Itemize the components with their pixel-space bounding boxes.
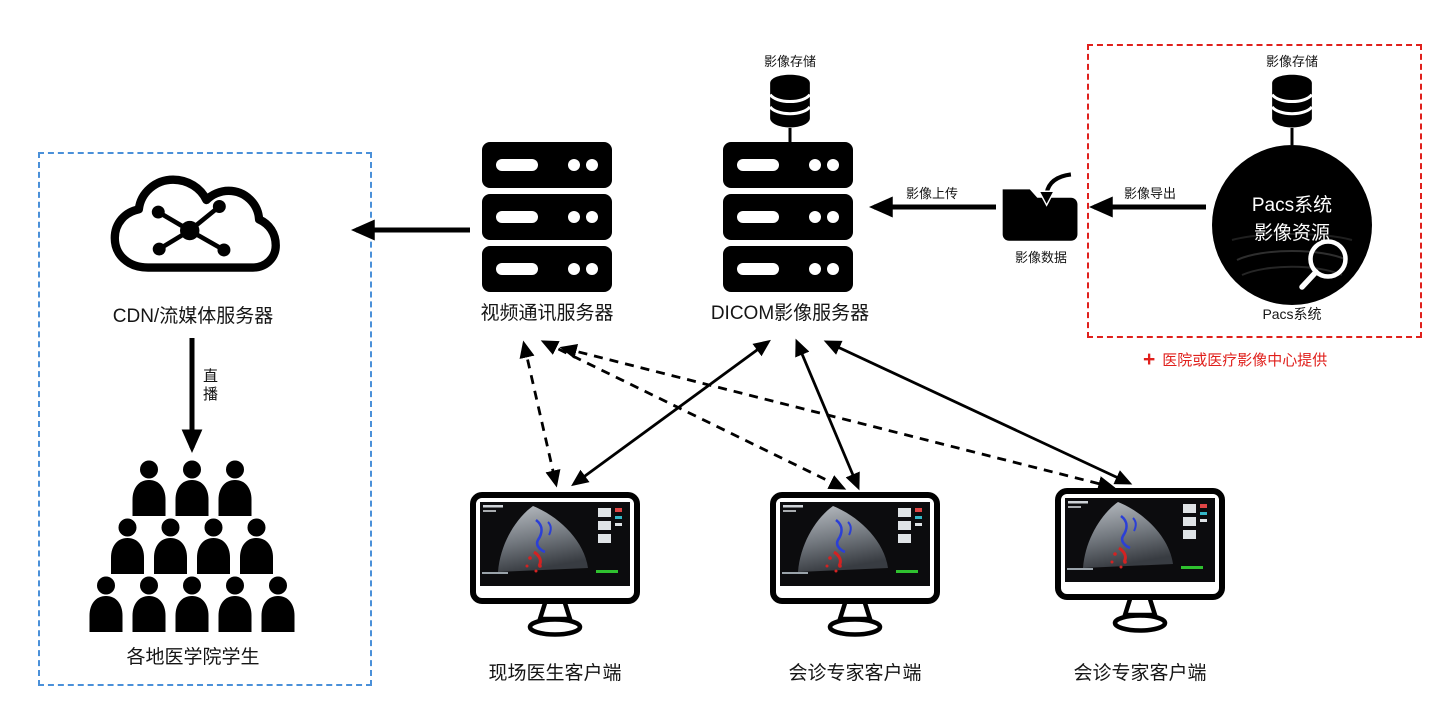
client1-label: 现场医生客户端 (488, 663, 622, 684)
dicom-storage-icon (767, 74, 813, 134)
client2-monitor-icon (770, 492, 940, 647)
pacs-circle-line2: 影像资源 (1253, 223, 1330, 244)
cloud-network-icon (100, 160, 285, 290)
students-crowd-icon (67, 460, 317, 637)
arrow-video-client2-dashed (540, 340, 847, 490)
broadcast-label: 直播 (201, 368, 218, 404)
provider-note-text: 医院或医疗影像中心提供 (1162, 352, 1328, 369)
client3-monitor-icon (1055, 488, 1225, 643)
client3-label: 会诊专家客户端 (1073, 663, 1207, 684)
video-server-icon (482, 142, 612, 297)
cdn-server-label: CDN/流媒体服务器 (112, 306, 274, 327)
video-server-label: 视频通讯服务器 (480, 303, 614, 324)
provider-note: + 医院或医疗影像中心提供 (1143, 349, 1327, 370)
students-label: 各地医学院学生 (126, 647, 260, 668)
client1-monitor-icon (470, 492, 640, 647)
arrow-dicom-client2 (795, 338, 860, 491)
pacs-storage-label: 影像存储 (1265, 54, 1318, 69)
export-label: 影像导出 (1123, 186, 1176, 201)
arrow-video-client3-dashed (559, 343, 1116, 492)
folder-data-label: 影像数据 (1014, 250, 1067, 265)
dicom-storage-label: 影像存储 (763, 54, 816, 69)
arrow-dicom-client1 (571, 339, 771, 487)
pacs-circle-line1: Pacs系统 (1251, 195, 1333, 216)
plus-icon: + (1143, 348, 1156, 371)
dicom-server-icon (723, 142, 853, 297)
arrow-dicom-client3 (823, 340, 1133, 485)
broadcast-group-box (38, 152, 372, 686)
pacs-system-label: Pacs系统 (1262, 306, 1322, 322)
magnifier-icon (1299, 239, 1348, 290)
upload-label: 影像上传 (905, 186, 958, 201)
pacs-group-box (1087, 44, 1422, 338)
dicom-server-label: DICOM影像服务器 (710, 303, 870, 324)
pacs-circle-icon: Pacs系统 影像资源 (1207, 140, 1377, 310)
arrow-video-client1-dashed (519, 340, 561, 488)
pacs-storage-icon (1269, 74, 1315, 134)
client2-label: 会诊专家客户端 (788, 663, 922, 684)
folder-export-icon (998, 169, 1084, 253)
